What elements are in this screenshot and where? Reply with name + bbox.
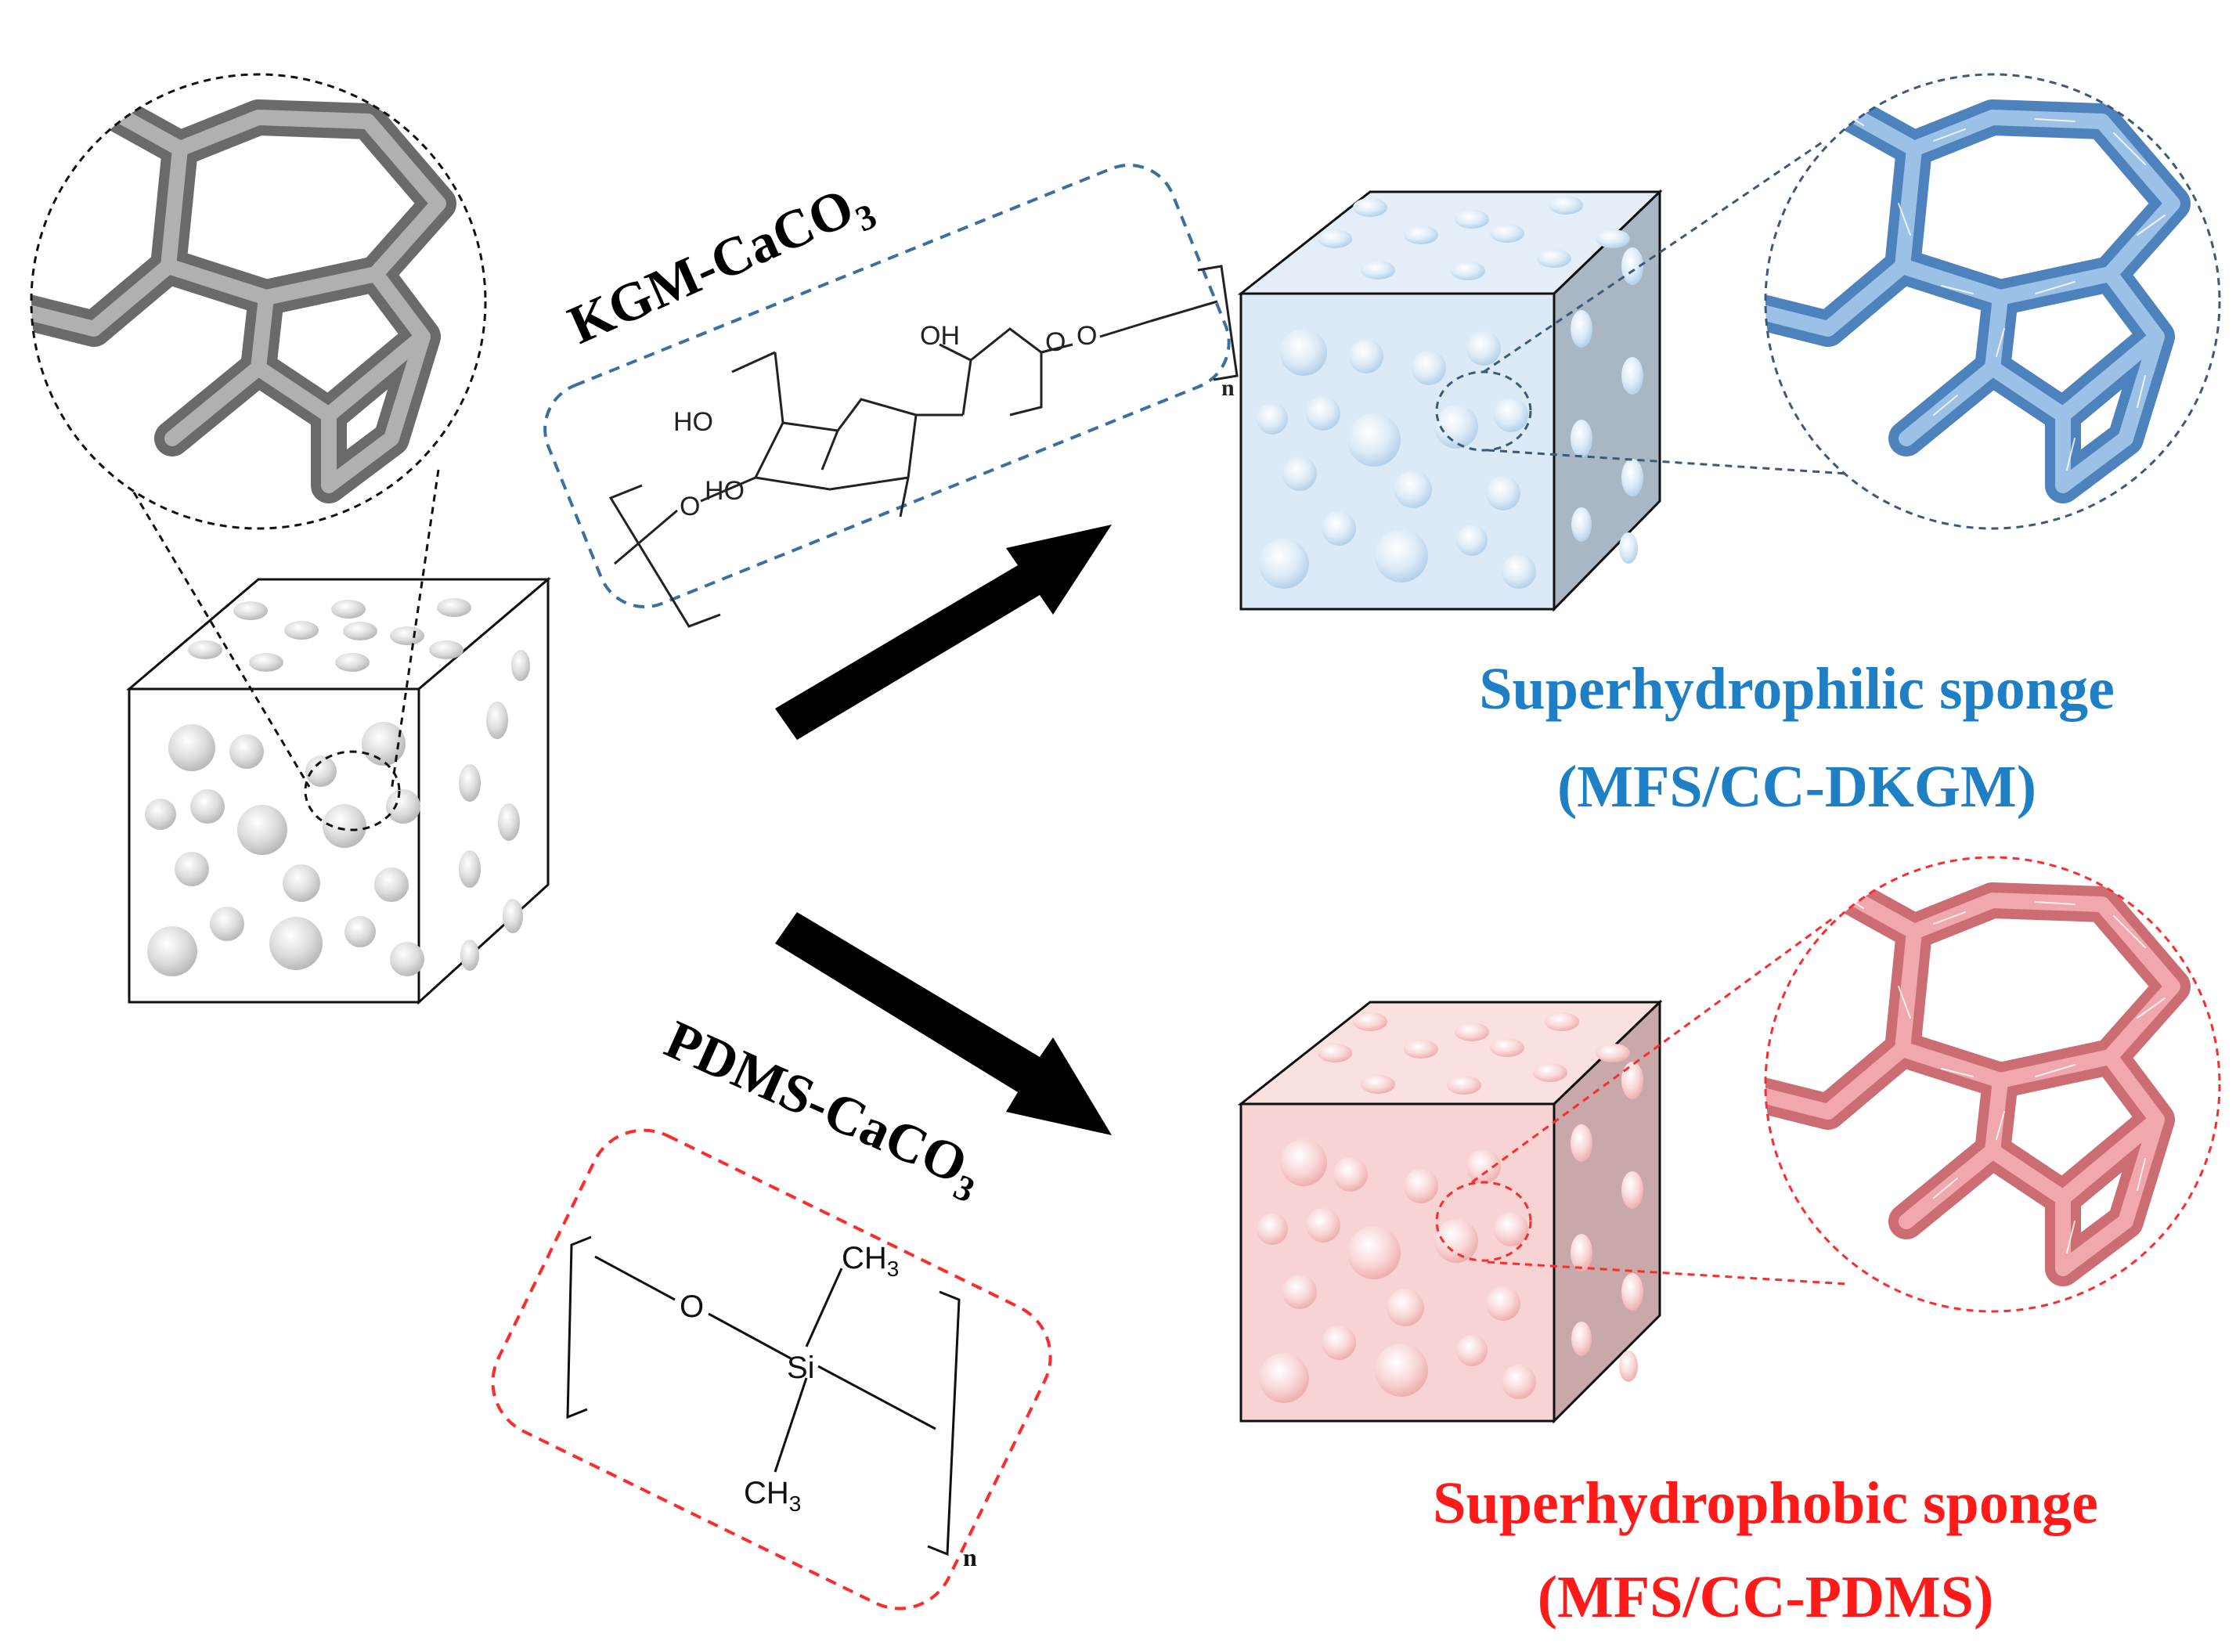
svg-text:CH3: CH3: [842, 1241, 899, 1281]
arrow-to-hydrophilic: [775, 525, 1112, 740]
hydrophilic-sponge-cube: [1237, 189, 1663, 612]
svg-text:CH3: CH3: [744, 1476, 801, 1516]
svg-text:Si: Si: [787, 1351, 815, 1385]
pore-bubbles: [145, 598, 530, 976]
svg-text:HO: HO: [673, 407, 713, 437]
svg-text:OH: OH: [920, 321, 960, 351]
zoom-lines-grey: [100, 438, 440, 792]
svg-text:O: O: [680, 1289, 704, 1324]
hydrophobic-label-line2: (MFS/CC-PDMS): [1538, 1564, 1994, 1630]
hydrophilic-label-line2: (MFS/CC-DKGM): [1557, 754, 2036, 820]
kgm-structure-box: O OH O O HO HO n: [543, 163, 1239, 628]
kgm-atom-labels: O OH O O HO HO n: [673, 321, 1235, 521]
kgm-caco3-label: KGM-CaCO3: [560, 170, 882, 363]
hydrophobic-sponge-cube: [1237, 999, 1663, 1424]
kgm-bonds: [608, 265, 1239, 628]
hydrophobic-label: Superhydrophobic sponge (MFS/CC-PDMS): [1433, 1470, 2098, 1630]
svg-text:O: O: [1045, 327, 1066, 357]
pdms-bonds: [566, 1235, 961, 1556]
arrow-to-hydrophobic: [775, 912, 1112, 1135]
magnified-grey-lattice: [30, 73, 487, 530]
svg-text:n: n: [1221, 375, 1235, 401]
magnified-blue-lattice: [1764, 73, 2221, 530]
blue-pores: [1257, 196, 1643, 589]
red-zoom-spot: [1435, 1181, 1532, 1262]
magnified-red-lattice: [1764, 856, 2221, 1313]
svg-text:O: O: [680, 492, 700, 521]
svg-text:n: n: [963, 1543, 977, 1571]
zoom-spot: [304, 750, 401, 831]
zoom-lines-blue: [1483, 139, 1848, 475]
hydrophobic-label-line1: Superhydrophobic sponge: [1433, 1470, 2098, 1536]
original-sponge-cube: [125, 576, 552, 1005]
hydrophilic-label: Superhydrophilic sponge (MFS/CC-DKGM): [1479, 656, 2115, 820]
hydrophilic-label-line1: Superhydrophilic sponge: [1479, 656, 2115, 722]
zoom-lines-red: [1471, 914, 1848, 1286]
svg-text:HO: HO: [705, 476, 745, 506]
pdms-structure-box: O Si CH3 CH3 n: [491, 1128, 1052, 1611]
pdms-atom-labels: O Si CH3 CH3 n: [680, 1241, 977, 1571]
svg-text:O: O: [1077, 321, 1097, 351]
red-pores: [1257, 1012, 1643, 1403]
